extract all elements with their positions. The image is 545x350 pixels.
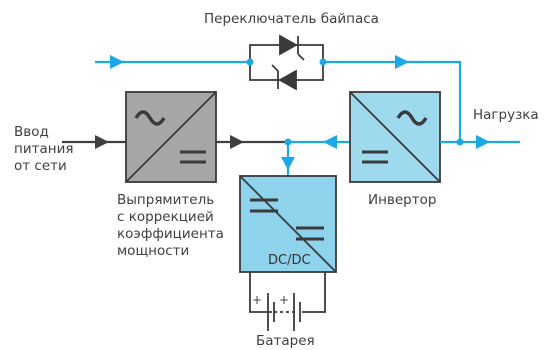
battery-plus-1: + bbox=[252, 293, 263, 307]
input-line bbox=[62, 135, 126, 149]
load-label: Нагрузка bbox=[473, 107, 539, 123]
bypass-switch-label: Переключатель байпаса bbox=[204, 11, 379, 27]
dcdc-block bbox=[239, 175, 337, 273]
input-label-line-1: Ввод bbox=[14, 124, 49, 140]
input-label-line-3: от сети bbox=[14, 158, 67, 174]
bypass-node-left bbox=[246, 58, 254, 66]
dc-bus-arrow bbox=[323, 135, 337, 149]
rectifier-label-line-1: Выпрямитель bbox=[117, 192, 215, 208]
dcdc-label: DC/DC bbox=[268, 253, 311, 268]
rectifier-output-line bbox=[216, 135, 288, 149]
dc-bus-line bbox=[286, 140, 350, 176]
rectifier-label-line-2: с коррекцией bbox=[117, 209, 214, 225]
ac-wave-icon bbox=[396, 110, 428, 126]
bypass-node-right bbox=[319, 58, 327, 66]
battery-icon bbox=[249, 272, 326, 331]
rectifier-label-line-4: мощности bbox=[117, 243, 190, 259]
input-label-line-2: питания bbox=[14, 141, 74, 157]
inverter-label: Инвертор bbox=[368, 192, 437, 208]
input-label: Ввод питания от сети bbox=[14, 124, 73, 175]
output-node bbox=[456, 138, 464, 146]
output-line bbox=[440, 135, 520, 149]
rectifier-label-line-3: коэффициента bbox=[117, 226, 224, 242]
inverter-block bbox=[349, 91, 441, 183]
rectifier-label: Выпрямитель с коррекцией коэффициента мо… bbox=[117, 192, 224, 260]
battery-label: Батарея bbox=[256, 333, 315, 349]
rectifier-block bbox=[125, 91, 217, 183]
bypass-arrows bbox=[110, 55, 409, 69]
battery-plus-2: + bbox=[279, 293, 290, 307]
dcdc-arrow bbox=[281, 157, 295, 170]
ac-wave-icon bbox=[134, 110, 166, 126]
dc-bus-node bbox=[284, 138, 292, 146]
bypass-switch-icon bbox=[249, 34, 324, 91]
